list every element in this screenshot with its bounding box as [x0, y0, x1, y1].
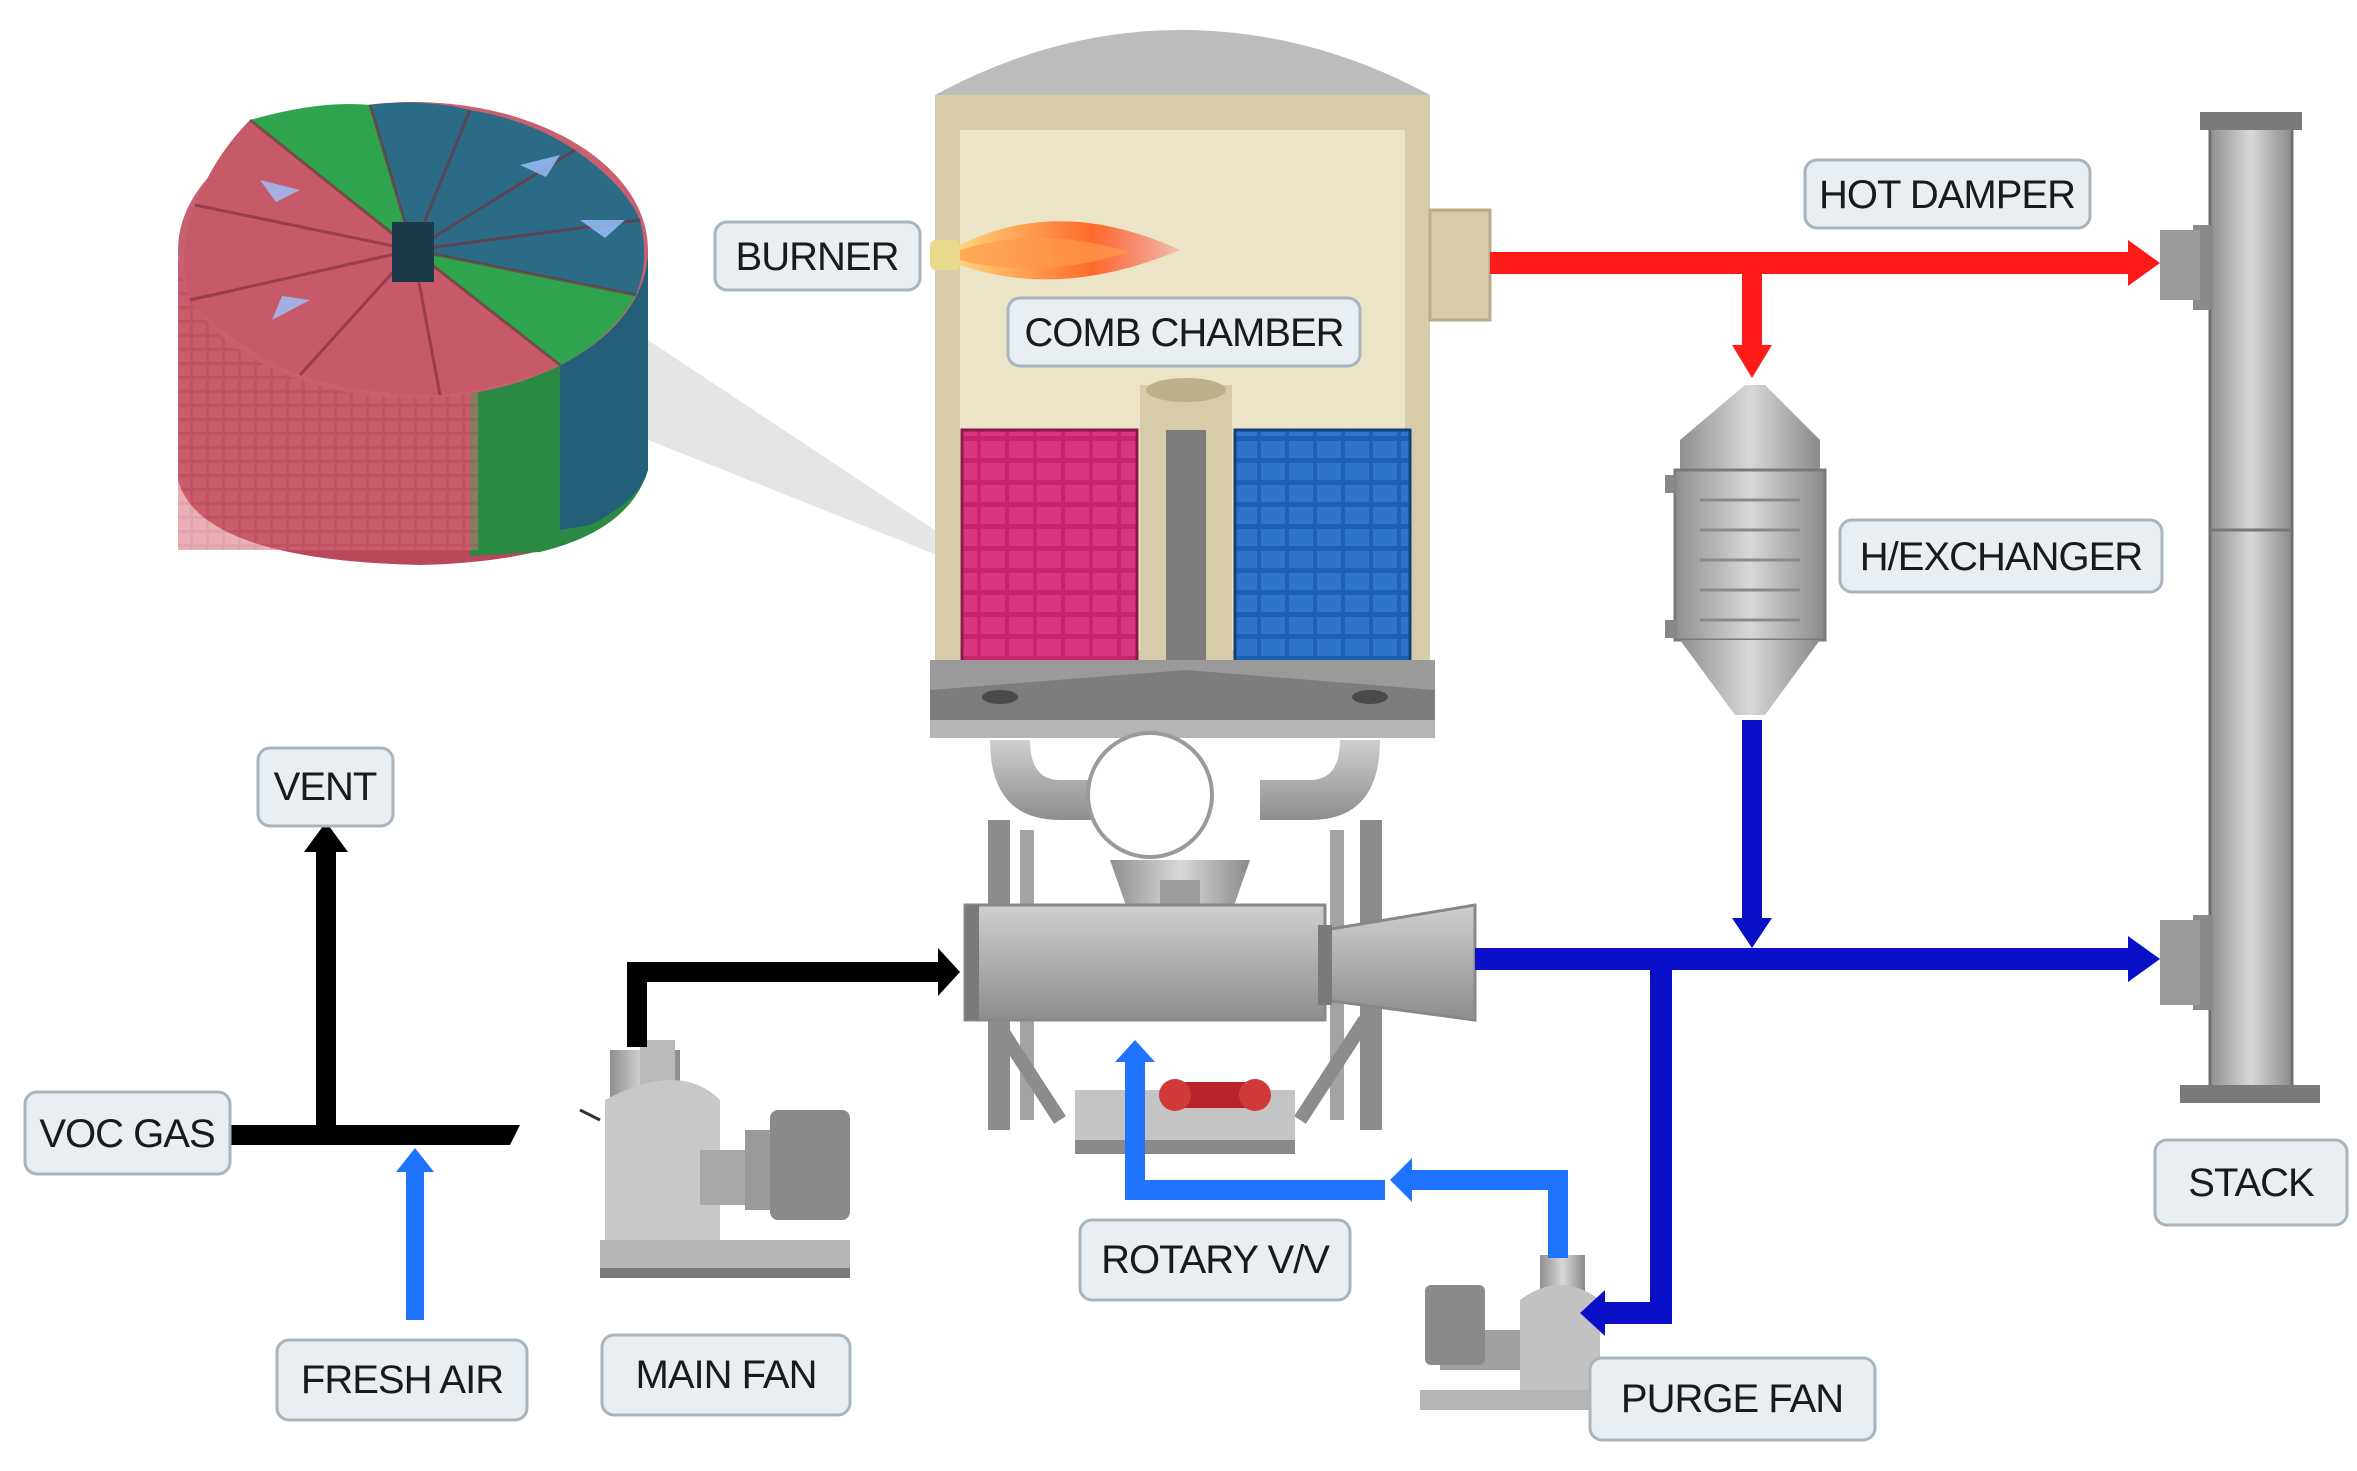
label-rotary-valve: ROTARY V/V [1078, 1218, 1352, 1302]
label-purge-fan: PURGE FAN [1588, 1356, 1877, 1442]
label-comb-chamber-text: COMB CHAMBER [1024, 311, 1343, 355]
label-burner: BURNER [713, 220, 922, 292]
label-fresh-air-text: FRESH AIR [301, 1358, 503, 1402]
combustion-chamber-icon [930, 30, 1492, 738]
hot-gas-line [1490, 240, 2160, 378]
cooled-gas-line [1475, 720, 2160, 1336]
rotary-media-rotor-icon [178, 102, 1025, 590]
label-burner-text: BURNER [736, 235, 899, 279]
label-hot-damper-text: HOT DAMPER [1819, 173, 2075, 217]
label-vent: VENT [256, 746, 395, 828]
label-stack-text: STACK [2188, 1161, 2315, 1205]
label-purge-fan-text: PURGE FAN [1621, 1377, 1843, 1421]
stack-icon [2160, 112, 2320, 1103]
label-voc-gas: VOC GAS [23, 1090, 232, 1176]
label-h-exchanger-text: H/EXCHANGER [1860, 535, 2142, 579]
label-vent-text: VENT [274, 765, 377, 809]
label-comb-chamber: COMB CHAMBER [1006, 296, 1362, 368]
main-fan-icon [579, 1040, 850, 1278]
fresh-air-line [396, 1040, 1568, 1320]
label-fresh-air: FRESH AIR [275, 1338, 529, 1422]
label-stack: STACK [2153, 1138, 2349, 1227]
process-gas-line [225, 822, 960, 1145]
label-voc-gas-text: VOC GAS [39, 1112, 214, 1156]
label-h-exchanger: H/EXCHANGER [1838, 518, 2164, 594]
purge-fan-icon [1420, 1255, 1605, 1410]
label-main-fan: MAIN FAN [600, 1333, 852, 1417]
label-hot-damper: HOT DAMPER [1803, 158, 2092, 230]
rotary-valve-manifold-icon [963, 731, 1477, 1154]
label-rotary-valve-text: ROTARY V/V [1101, 1238, 1330, 1282]
label-main-fan-text: MAIN FAN [636, 1353, 817, 1397]
heat-exchanger-icon [1665, 385, 1827, 715]
